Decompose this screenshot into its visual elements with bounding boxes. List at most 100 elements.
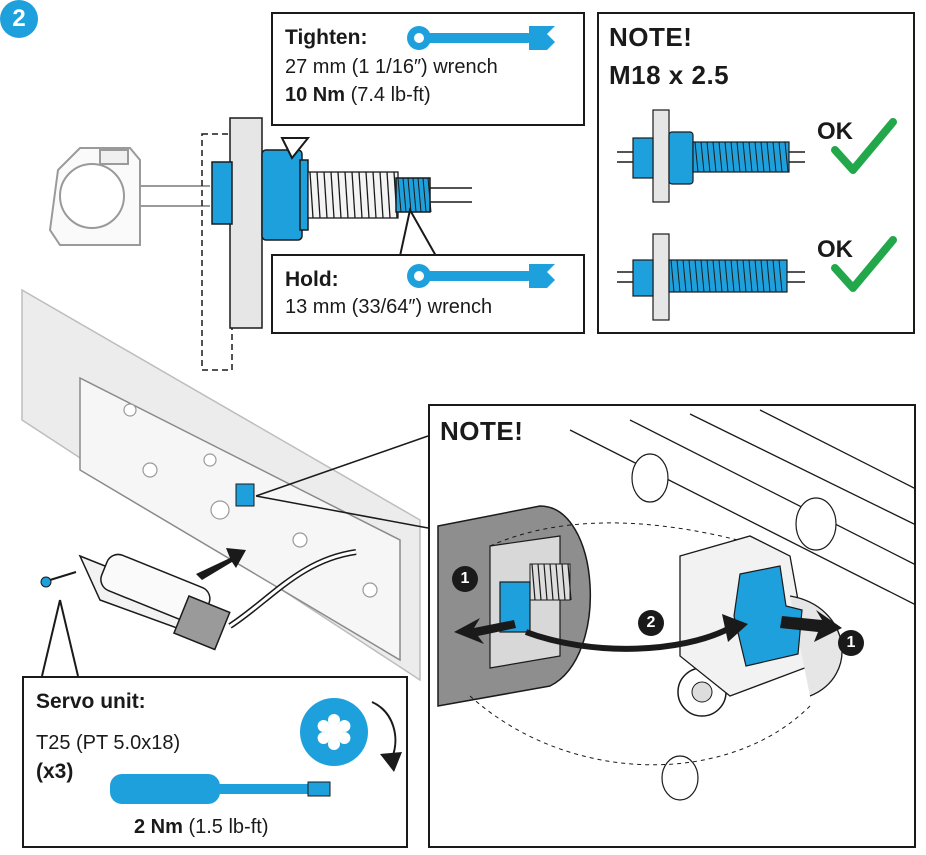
tighten-label: Tighten: xyxy=(285,26,368,49)
thread-line xyxy=(742,259,747,293)
servo-unit xyxy=(78,553,231,651)
thread-line xyxy=(567,563,572,601)
thread-line xyxy=(736,259,741,293)
thread-line xyxy=(351,171,356,219)
thread-line xyxy=(670,259,675,293)
hold-wrench-size: 13 mm (33/64″) wrench xyxy=(285,296,493,318)
servo-screw-spec: T25 (PT 5.0x18) xyxy=(36,732,181,754)
servo-label: Servo unit: xyxy=(36,690,146,713)
thread-line xyxy=(748,141,753,173)
wall-section xyxy=(229,117,263,329)
thread-line xyxy=(706,259,711,293)
thread-line xyxy=(724,259,729,293)
thread-line xyxy=(778,259,783,293)
callout-1-right: 1 xyxy=(838,630,864,656)
thread-line xyxy=(688,259,693,293)
thread-spec: M18 x 2.5 xyxy=(609,60,730,90)
thread-line xyxy=(358,171,363,219)
thread-line xyxy=(730,259,735,293)
thread-line xyxy=(778,141,783,173)
thread-note-box: NOTE! M18 x 2.5 OK OK xyxy=(597,12,915,334)
tighten-torque: 10 Nm (7.4 lb-ft) xyxy=(285,84,431,107)
thread-line xyxy=(700,141,705,173)
thread-line xyxy=(772,259,777,293)
arrow-left-1 xyxy=(454,618,516,644)
thread-line xyxy=(700,259,705,293)
thread-line xyxy=(531,563,536,601)
wrench-icon xyxy=(407,264,555,288)
thread-line xyxy=(736,141,741,173)
thread-line xyxy=(386,171,391,219)
thread-line xyxy=(323,171,328,219)
thread-line xyxy=(784,141,789,173)
hold-label: Hold: xyxy=(285,268,339,291)
thread-line xyxy=(766,141,771,173)
thread-line xyxy=(712,141,717,173)
thread-line xyxy=(402,177,407,213)
thread-line xyxy=(337,171,342,219)
servo-screw xyxy=(40,571,77,588)
servo-callout: Servo unit: T25 (PT 5.0x18) (x3) 2 Nm (1… xyxy=(22,676,408,848)
tighten-torque-imperial: (7.4 lb-ft) xyxy=(345,84,431,106)
wrench-icon xyxy=(407,26,555,50)
callout-2-number: 2 xyxy=(646,614,656,631)
callout-1-right-number: 1 xyxy=(846,634,856,651)
torx-icon xyxy=(300,698,368,766)
thread-line xyxy=(555,563,560,601)
thread-line xyxy=(724,141,729,173)
checkmark-icon xyxy=(831,118,897,174)
servo-qty: (x3) xyxy=(36,760,74,783)
thread-diagram-bottom xyxy=(617,233,805,321)
clip-note-title: NOTE! xyxy=(440,416,524,446)
thread-line xyxy=(412,177,417,213)
thread-line xyxy=(730,141,735,173)
tighten-callout: Tighten: 27 mm (1 1/16″) wrench 10 Nm (7… xyxy=(271,12,585,126)
dashed-outline xyxy=(201,133,233,371)
thread-line xyxy=(766,259,771,293)
thread-line xyxy=(694,259,699,293)
servo-torque-value: 2 Nm xyxy=(134,816,183,838)
thread-line xyxy=(718,141,723,173)
clip-note-box: NOTE! 1 2 xyxy=(428,404,916,848)
thread-note-title: NOTE! xyxy=(609,22,693,52)
thread-line xyxy=(694,141,699,173)
thread-line xyxy=(748,259,753,293)
thread-line xyxy=(417,177,422,213)
push-arrow xyxy=(196,548,246,580)
callout-1-left: 1 xyxy=(452,566,478,592)
callout-1-left-number: 1 xyxy=(460,570,470,587)
tighten-torque-value: 10 Nm xyxy=(285,84,346,106)
rotation-arrow-icon xyxy=(371,701,402,772)
thread-line xyxy=(676,259,681,293)
thread-line xyxy=(330,171,335,219)
thread-line xyxy=(427,177,432,213)
thread-line xyxy=(309,171,314,219)
thread-diagram-top xyxy=(617,109,805,203)
hold-callout: Hold: 13 mm (33/64″) wrench xyxy=(271,254,585,334)
thread-line xyxy=(760,259,765,293)
checkmark-icon xyxy=(831,236,897,292)
thread-line xyxy=(372,171,377,219)
thread-line xyxy=(760,141,765,173)
thread-line xyxy=(407,177,412,213)
thread-line xyxy=(316,171,321,219)
tighten-wrench-size: 27 mm (1 1/16″) wrench xyxy=(285,56,498,78)
thread-line xyxy=(742,141,747,173)
thread-line xyxy=(754,259,759,293)
callout-2: 2 xyxy=(638,610,664,636)
thread-line xyxy=(561,563,566,601)
ok-label-bottom: OK xyxy=(817,236,853,263)
thread-line xyxy=(754,141,759,173)
servo-torque-imperial: (1.5 lb-ft) xyxy=(182,816,269,838)
screwdriver-icon xyxy=(110,774,331,804)
step-2-badge: 2 xyxy=(0,0,38,38)
thread-line xyxy=(543,563,548,601)
thread-line xyxy=(772,141,777,173)
thread-line xyxy=(537,563,542,601)
thread-line xyxy=(365,171,370,219)
thread-line xyxy=(712,259,717,293)
thread-line xyxy=(422,177,427,213)
thread-line xyxy=(379,171,384,219)
